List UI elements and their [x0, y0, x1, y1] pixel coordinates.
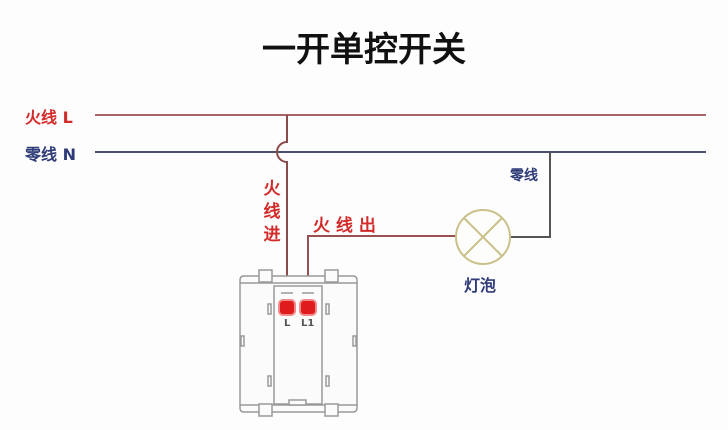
neutral-line-label: 零线 N — [25, 145, 76, 164]
terminal-L1-label: L1 — [301, 318, 315, 329]
live-in-label: 火 线 进 — [263, 179, 281, 245]
terminal-L — [278, 299, 296, 316]
live-in-wire — [276, 115, 288, 302]
switch-body — [239, 269, 358, 417]
terminal-L-label: L — [284, 318, 291, 329]
bulb-label: 灯泡 — [464, 276, 497, 295]
live-line-label: 火线 L — [25, 108, 73, 127]
neutral-branch-label: 零线 — [510, 168, 538, 184]
diagram-title: 一开单控开关 — [262, 30, 466, 70]
live-out-label: 火 线 出 — [313, 216, 376, 236]
terminal-L1 — [299, 299, 317, 316]
neutral-branch-wire — [510, 152, 551, 238]
bulb-icon — [455, 209, 511, 265]
